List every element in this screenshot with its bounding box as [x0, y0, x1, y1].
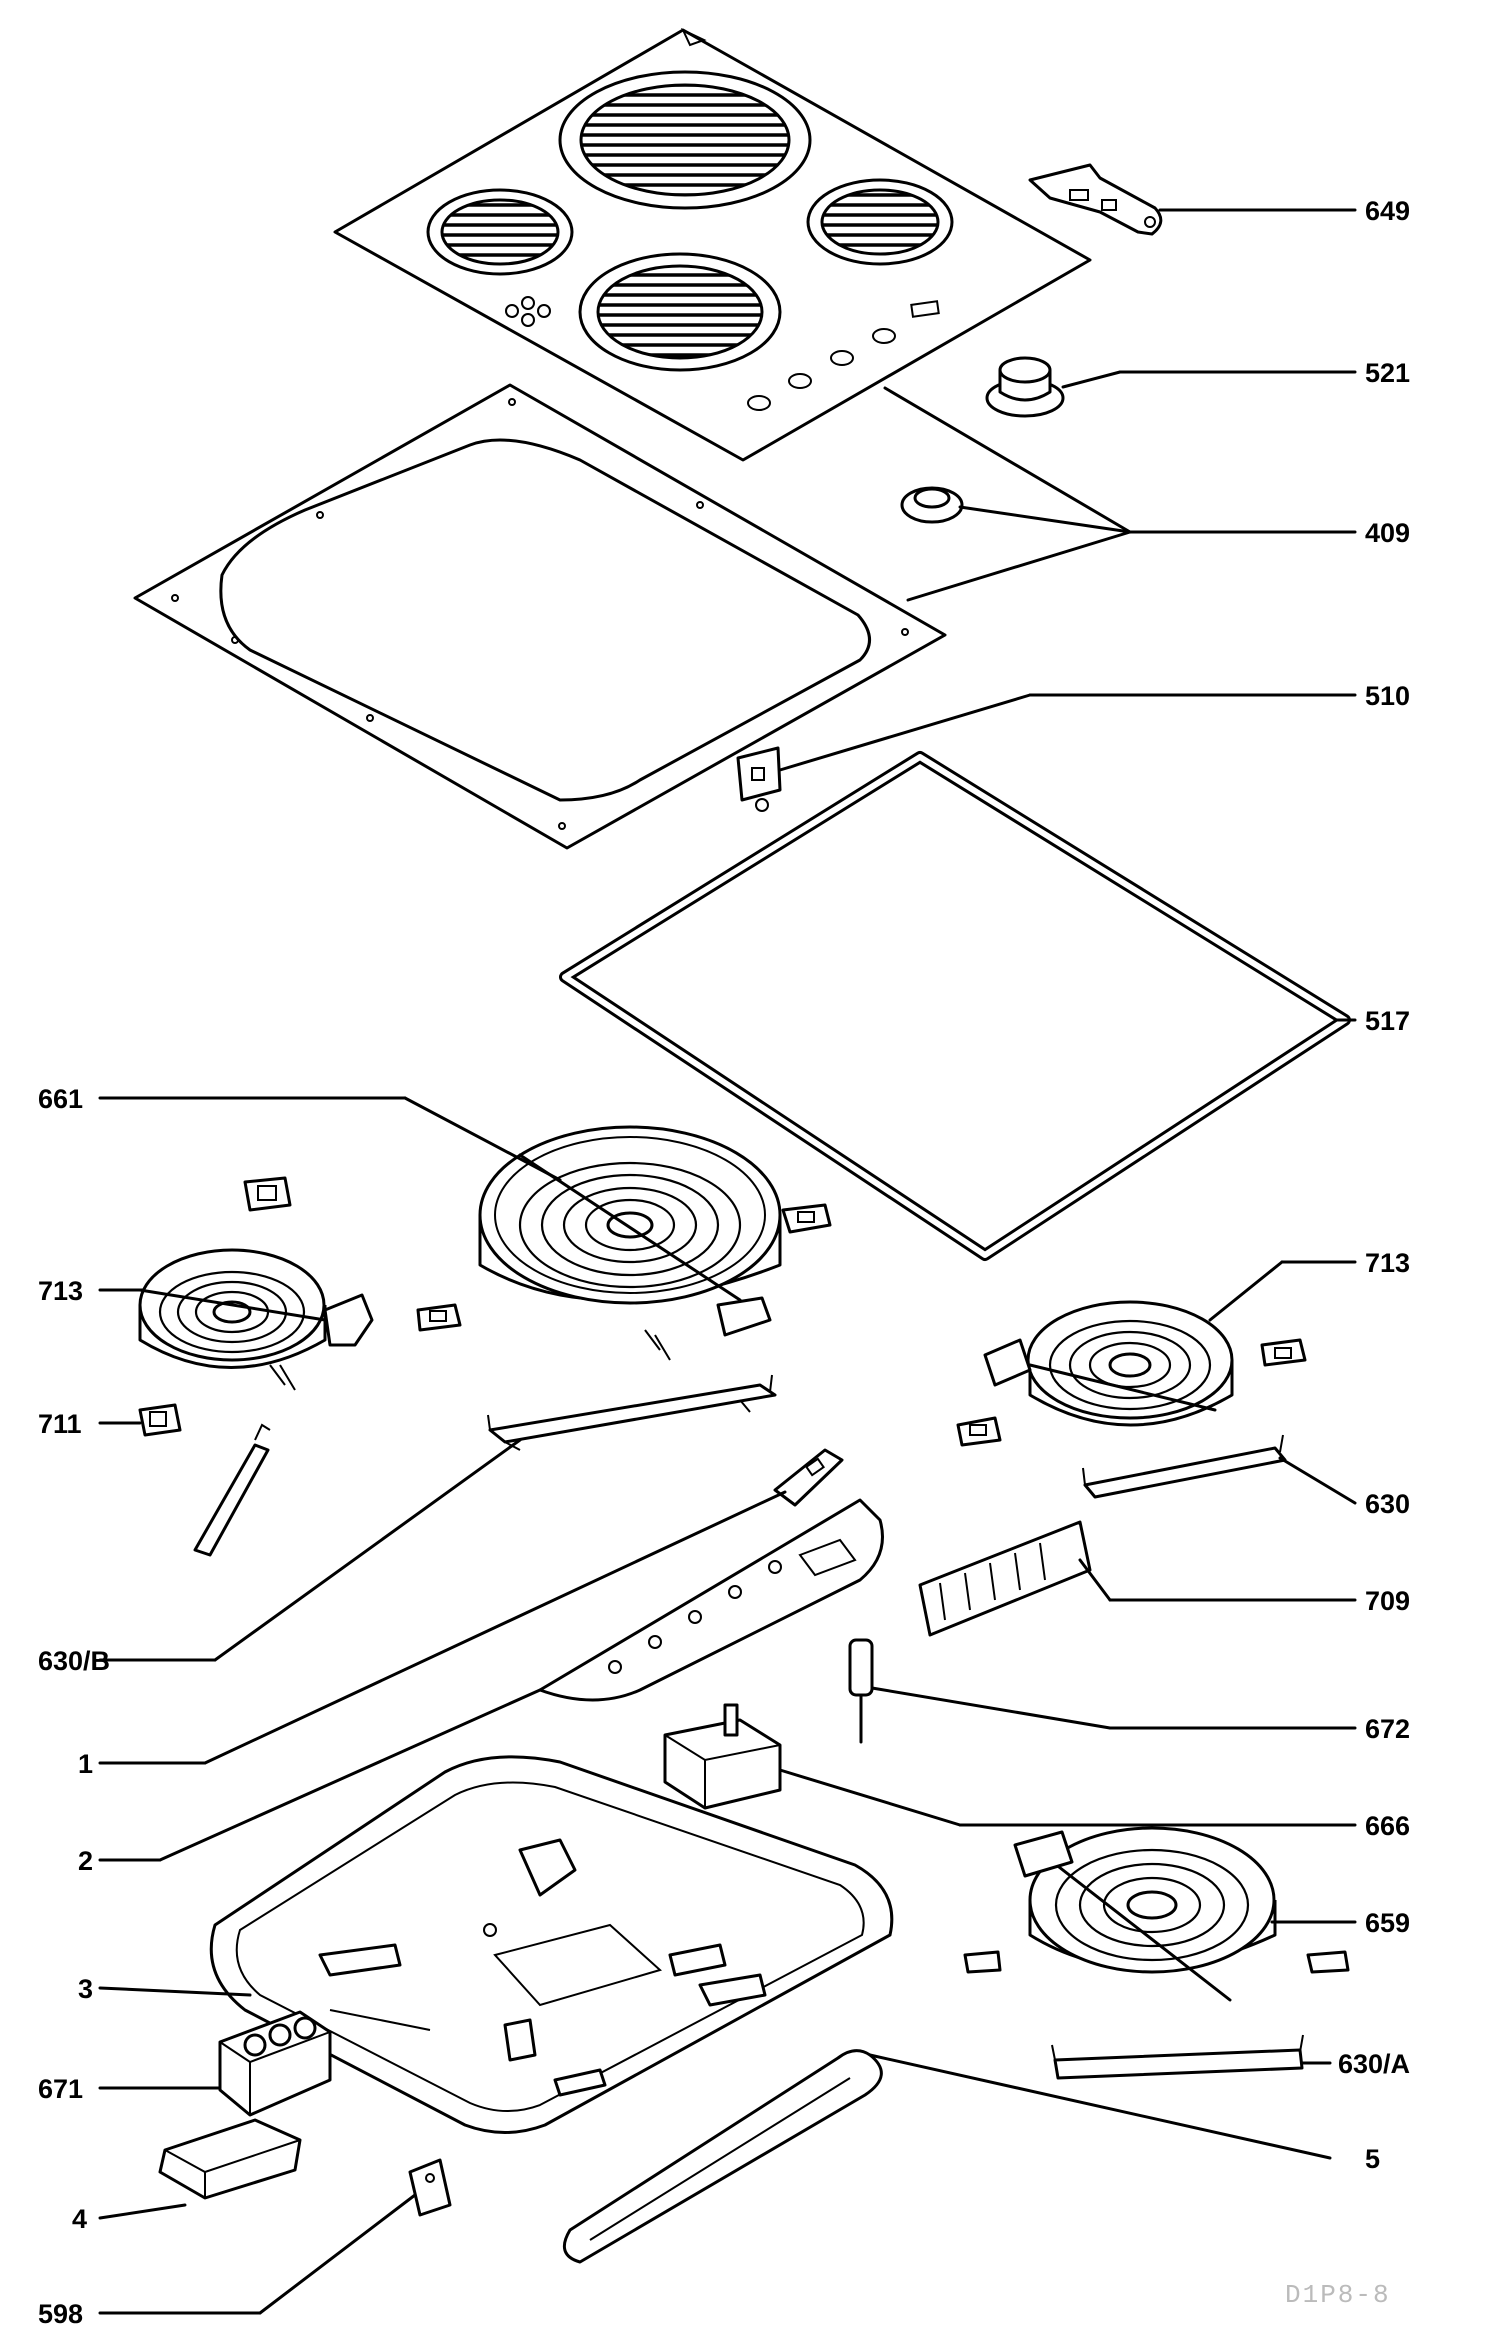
label-521: 521: [1365, 358, 1410, 388]
leader-lines: [98, 208, 1357, 2315]
label-661: 661: [38, 1084, 83, 1114]
label-1: 1: [78, 1749, 93, 1779]
label-598: 598: [38, 2299, 83, 2329]
part-598-clip: [408, 2158, 452, 2217]
label-630a: 630/A: [1338, 2049, 1410, 2079]
label-510: 510: [1365, 681, 1410, 711]
part-661-heating-element: [478, 1125, 782, 1361]
part-4-bracket: [158, 2118, 302, 2200]
part-630b-support-bar: [487, 1374, 777, 1451]
label-713-left: 713: [38, 1276, 83, 1306]
part-630a-support-bar: [1051, 2034, 1304, 2080]
part-713-left-heating-element: [138, 1248, 374, 1391]
label-4: 4: [72, 2204, 87, 2234]
part-666-energy-regulator: [663, 1703, 782, 1810]
label-409: 409: [1365, 518, 1410, 548]
part-5-trim: [562, 2049, 883, 2264]
part-3-bottom-tray: [209, 1755, 894, 2134]
label-666: 666: [1365, 1811, 1410, 1841]
part-510-clamp: [736, 746, 782, 812]
bracket-holes: [608, 1560, 782, 1674]
zone-symbol-icon: [505, 296, 551, 327]
part-521-knob: [985, 356, 1065, 418]
label-3: 3: [78, 1974, 93, 2004]
label-630b: 630/B: [38, 1646, 110, 1676]
label-649: 649: [1365, 196, 1410, 226]
label-711: 711: [38, 1409, 82, 1439]
label-5: 5: [1365, 2144, 1380, 2174]
part-2-control-bracket: [538, 1498, 884, 1702]
hob-surround-frame: [133, 383, 947, 850]
part-649-bracket: [1028, 163, 1163, 236]
element-clip-tabs: [138, 1176, 1307, 1447]
label-671: 671: [38, 2074, 83, 2104]
part-630-support-bar: [1082, 1434, 1287, 1499]
part-711-bracket: [193, 1423, 271, 1557]
label-709: 709: [1365, 1586, 1410, 1616]
part-659-heating-element: [963, 1826, 1350, 2002]
label-630: 630: [1365, 1489, 1410, 1519]
part-672-probe: [848, 1638, 874, 1744]
part-1-indicator: [773, 1448, 844, 1507]
control-knob-holes: [747, 328, 896, 411]
drawing-code: D1P8-8: [1285, 2280, 1391, 2310]
label-713-right: 713: [1365, 1248, 1410, 1278]
frame-screw-holes: [171, 398, 909, 830]
part-713-right-heating-element: [983, 1300, 1234, 1427]
label-2: 2: [78, 1846, 93, 1876]
part-709-terminal-block: [918, 1520, 1092, 1637]
label-659: 659: [1365, 1908, 1410, 1938]
part-number-labels: 649 521 409 510 517 661 713 713 711 630 …: [38, 196, 1410, 2329]
part-409-grommet: [900, 486, 964, 524]
label-517: 517: [1365, 1006, 1410, 1036]
label-672: 672: [1365, 1714, 1410, 1744]
glass-ceramic-hob-top: [333, 27, 1092, 462]
part-671-terminal: [218, 2010, 332, 2117]
